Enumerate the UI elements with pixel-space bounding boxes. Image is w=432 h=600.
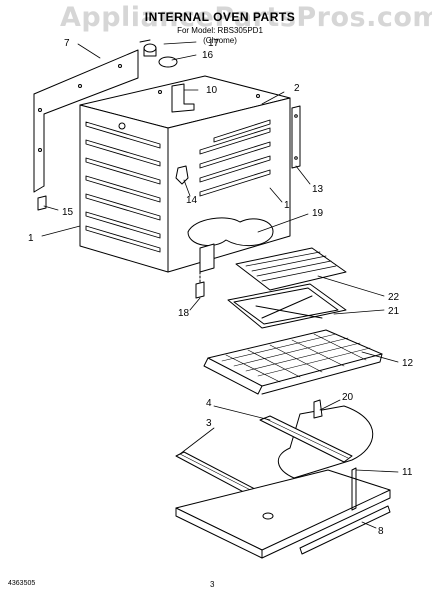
leader-lines [41,41,399,529]
diagram-subtitle: For Model: RBS305PD1 (Chrome) [110,26,330,46]
callout-11: 11 [402,467,413,478]
callout-4: 4 [206,398,212,409]
page-number: 3 [210,580,215,589]
document-number: 4363505 [8,580,36,587]
part-8-trim [299,505,391,555]
callout-16: 16 [202,50,214,61]
finish-line: (Chrome) [203,36,237,45]
model-line: For Model: RBS305PD1 [177,26,263,35]
callout-22: 22 [388,292,400,303]
front-frame [33,49,139,193]
callout-18: 18 [178,308,190,319]
light-assembly [139,39,178,68]
callout-15: 15 [62,207,74,218]
callout-1a: 1 [28,233,34,244]
callout-13: 13 [312,184,324,195]
callout-21: 21 [388,306,400,317]
callout-14: 14 [186,195,198,206]
part-19-element [187,217,274,273]
callout-2: 2 [294,83,300,94]
callout-8: 8 [378,526,384,537]
callout-17: 17 [208,38,220,49]
part-18-clip [195,271,205,299]
part-15-clip [37,195,47,211]
callout-20: 20 [342,392,354,403]
watermark: AppliancePartsPros.com [60,2,432,33]
diagram-title: INTERNAL OVEN PARTS [144,10,296,24]
part-13-bracket [291,105,301,169]
callout-7: 7 [64,38,70,49]
callout-10: 10 [206,85,218,96]
part-4-glide [259,415,353,463]
callout-19: 19 [312,208,324,219]
part-21-broil-pan [227,283,347,329]
part-11-trim [351,467,357,511]
part-20-bake-element [278,399,374,479]
part-12-oven-rack [203,329,383,395]
oven-bottom-panel [175,469,391,559]
callout-12: 12 [402,358,414,369]
part-14-sensor [175,165,189,185]
callout-1b: 1 [284,200,290,211]
part-22-broil-grid [235,247,347,291]
callout-3: 3 [206,418,212,429]
oven-liner [79,75,291,273]
